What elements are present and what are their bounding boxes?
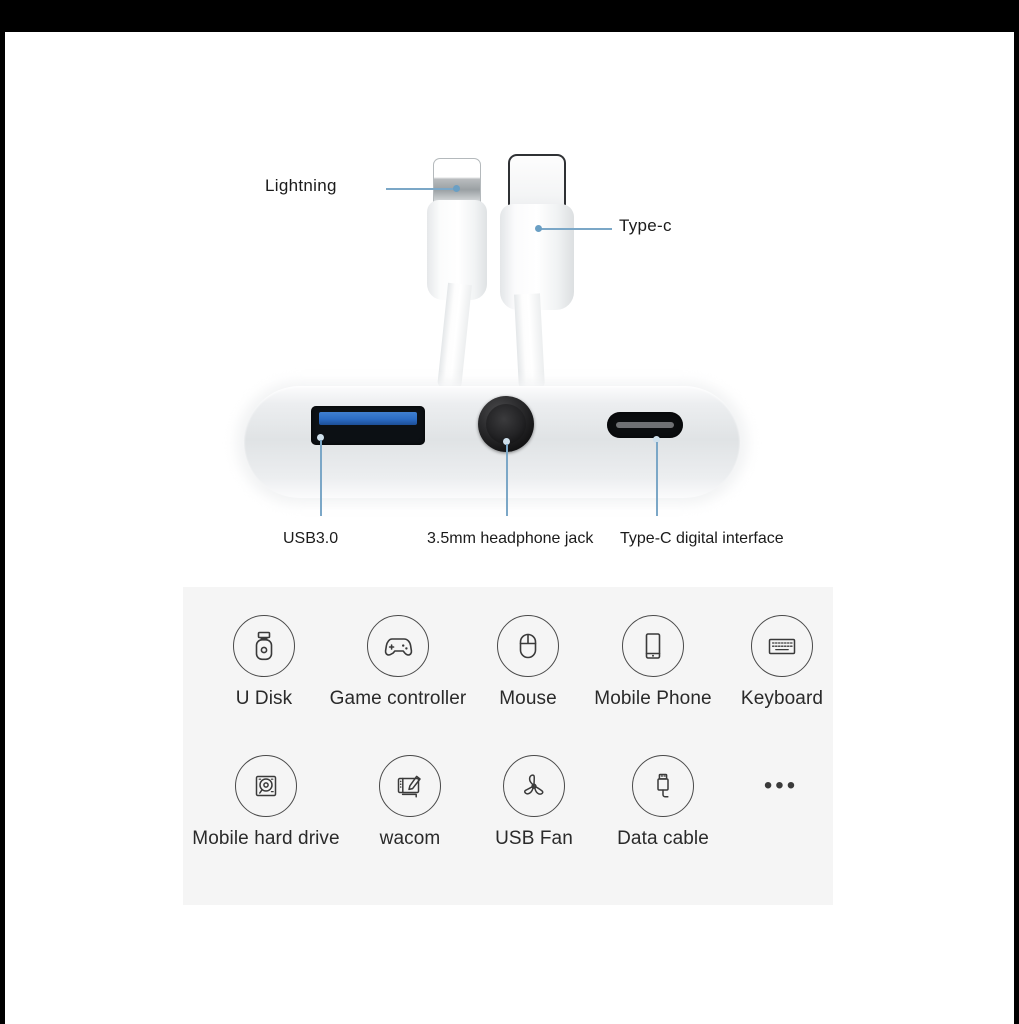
compat-label: Mobile Phone	[594, 688, 712, 709]
compatibility-panel: U Disk Game controller	[183, 587, 833, 905]
adapter-illustration: USB3.0 3.5mm headphone jack Type-C digit…	[0, 372, 1019, 572]
usb-a-port	[311, 406, 425, 445]
keyboard-icon	[751, 615, 813, 677]
mouse-icon	[497, 615, 559, 677]
fan-icon	[503, 755, 565, 817]
usb-c-housing	[500, 204, 574, 310]
compat-item-wacom: wacom	[349, 755, 471, 850]
compat-label: Mouse	[499, 688, 557, 709]
compat-label: Mobile hard drive	[192, 828, 340, 849]
usb-a-callout-line	[320, 440, 322, 516]
smartphone-icon	[622, 615, 684, 677]
compat-item-u-disk: U Disk	[205, 615, 323, 710]
compat-item-mouse: Mouse	[473, 615, 583, 710]
compat-item-more: •••	[729, 755, 833, 817]
compat-item-game-controller: Game controller	[323, 615, 473, 710]
compat-label: wacom	[379, 828, 441, 849]
ellipsis-icon: •••	[763, 772, 799, 799]
usb-c-leader-line	[541, 228, 612, 230]
lightning-leader-line	[386, 188, 458, 190]
compat-label: Data cable	[617, 828, 709, 849]
compat-label: U Disk	[235, 688, 293, 709]
lightning-label: Lightning	[265, 176, 337, 195]
usb-a-blue-tongue	[319, 412, 417, 425]
headphone-jack-callout-line	[506, 444, 508, 516]
lightning-leader-dot	[453, 185, 460, 192]
hard-drive-icon	[235, 755, 297, 817]
compat-label: Game controller	[329, 688, 467, 709]
headphone-jack-port-label: 3.5mm headphone jack	[427, 530, 594, 547]
cable-illustration: Lightning Type-c	[0, 32, 1019, 390]
usb-a-port-label: USB3.0	[283, 530, 339, 547]
compat-label: Keyboard	[740, 688, 824, 709]
drawing-tablet-icon	[379, 755, 441, 817]
usb-c-port-tongue	[616, 422, 674, 428]
compat-item-mobile-hard-drive: Mobile hard drive	[183, 755, 349, 850]
letterbox-bar-left	[0, 0, 5, 1024]
usb-c-port-label: Type-C digital interface	[620, 530, 784, 547]
usb-c-callout-line	[656, 442, 658, 516]
usb-a-callout-dot	[317, 434, 324, 441]
letterbox-bar-top	[0, 0, 1019, 32]
usb-c-leader-dot	[535, 225, 542, 232]
usb-c-port	[607, 412, 683, 438]
usb-c-callout-dot	[653, 436, 660, 443]
headphone-jack-callout-dot	[503, 438, 510, 445]
compatibility-row: Mobile hard drive wacom	[183, 755, 833, 850]
compat-item-data-cable: Data cable	[597, 755, 729, 850]
usb-cable-icon	[632, 755, 694, 817]
headphone-jack-hole	[486, 404, 526, 444]
compat-item-keyboard: Keyboard	[723, 615, 841, 710]
gamepad-icon	[367, 615, 429, 677]
compat-label: USB Fan	[495, 828, 573, 849]
usb-flash-drive-icon	[233, 615, 295, 677]
compat-item-mobile-phone: Mobile Phone	[583, 615, 723, 710]
letterbox-bar-right	[1014, 0, 1019, 1024]
compat-item-usb-fan: USB Fan	[471, 755, 597, 850]
compatibility-row: U Disk Game controller	[183, 615, 833, 710]
usb-c-label: Type-c	[619, 216, 672, 235]
